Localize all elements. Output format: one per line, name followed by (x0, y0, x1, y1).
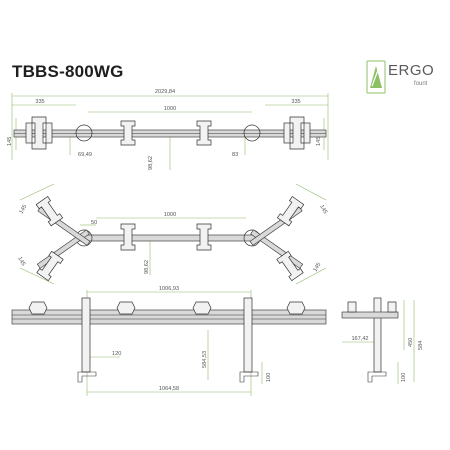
dim-post-offset: 120 (112, 351, 121, 357)
dim-vertical-center: 98,62 (148, 156, 154, 170)
dim-angled-vertical: 98,62 (144, 260, 150, 274)
front-view: 1006,93 120 584,53 100 1064,58 (11, 286, 327, 396)
top-view: 2029,84 335 335 1000 145 145 69,49 98,62… (7, 89, 329, 170)
dim-left-height: 145 (7, 137, 13, 146)
dim-front-clamp: 100 (266, 373, 272, 382)
dim-side-mid: 450 (408, 338, 414, 347)
dim-angled-span: 1000 (164, 212, 176, 218)
dim-top-span: 1006,93 (159, 286, 179, 292)
dim-center-span: 1000 (164, 106, 176, 112)
dim-lower-right: 145 (313, 262, 323, 273)
ergo-logo-icon (366, 60, 386, 94)
dim-side-clamp: 100 (401, 373, 407, 382)
dim-lower-left: 145 (16, 256, 26, 267)
dim-side-total: 584 (418, 341, 424, 350)
dim-offset-left: 69,49 (78, 152, 92, 158)
logo-subtitle: fount (414, 81, 428, 87)
dim-bottom-span: 1064,58 (159, 386, 179, 392)
dim-side-depth: 167,42 (351, 336, 368, 342)
dim-front-height: 584,53 (202, 351, 208, 368)
dim-overall: 2029,84 (155, 89, 175, 95)
dim-offset-right: 83 (232, 152, 238, 158)
side-view: 167,42 450 584 100 (341, 297, 424, 384)
model-title: TBBS-800WG (12, 62, 124, 81)
dim-upper-right: 145 (318, 204, 328, 215)
dim-right-height: 145 (316, 137, 322, 146)
logo-wordmark: ERGO (388, 62, 435, 79)
angled-view: 1000 50 145 145 145 145 98,62 (16, 183, 328, 285)
dim-left-arm: 335 (35, 99, 44, 105)
dim-upper-left: 145 (19, 204, 29, 215)
dim-right-arm: 335 (291, 99, 300, 105)
dim-angled-gap: 50 (91, 220, 97, 226)
